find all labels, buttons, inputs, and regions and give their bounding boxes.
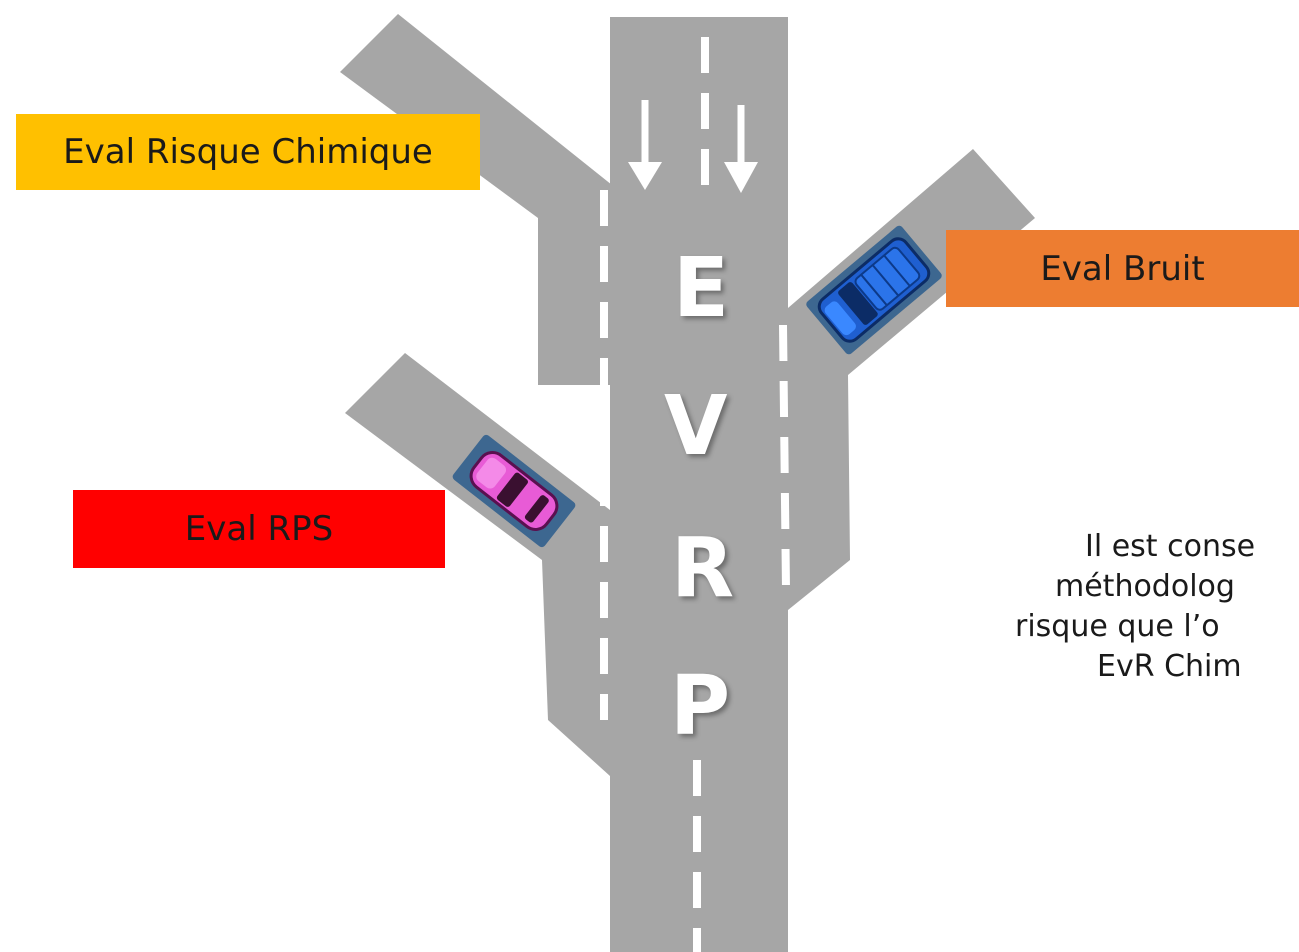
pink-car-icon bbox=[452, 434, 576, 548]
branch-road-bruit bbox=[788, 149, 1035, 610]
eval-risque-chimique-label: Eval Risque Chimique bbox=[16, 114, 480, 190]
right-lane-marking bbox=[779, 324, 790, 591]
evrp-letter-e: E bbox=[673, 241, 730, 336]
evrp-letter-v: V bbox=[664, 379, 728, 474]
blue-car-icon bbox=[806, 225, 942, 355]
main-road bbox=[610, 17, 788, 952]
down-arrow-icon bbox=[628, 100, 662, 190]
evrp-letter-r: R bbox=[671, 521, 735, 616]
eval-bruit-label: Eval Bruit bbox=[946, 230, 1299, 307]
evrp-letter-p: P bbox=[670, 659, 731, 754]
down-arrow-icon bbox=[724, 105, 758, 193]
eval-rps-label: Eval RPS bbox=[73, 490, 445, 568]
branch-road-rps bbox=[345, 353, 610, 776]
branch-road-chemique bbox=[340, 14, 612, 385]
